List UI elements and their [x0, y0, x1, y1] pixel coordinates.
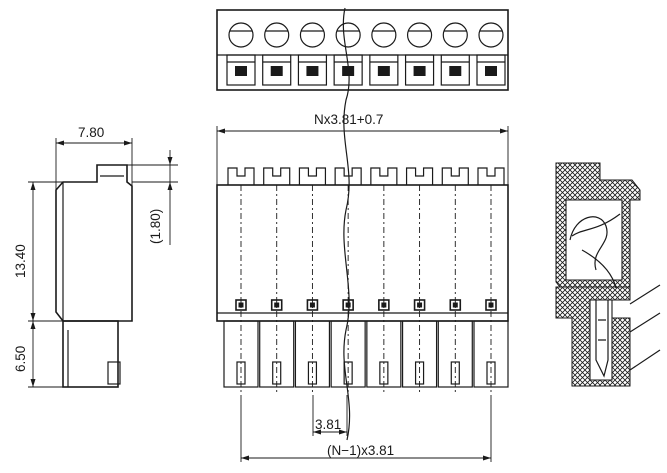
clamp-window [333, 54, 363, 86]
pin [486, 361, 496, 385]
depth-label: 7.80 [78, 125, 104, 140]
pole-top-tab [334, 167, 362, 185]
front-view [216, 7, 509, 462]
pole-top-tab [370, 167, 398, 185]
contact-window [342, 299, 354, 311]
wire-entry-circle [299, 22, 326, 48]
clamp-window [226, 54, 256, 86]
pin-housing [473, 320, 509, 388]
clamp-window [440, 54, 470, 86]
pin-housing [294, 320, 331, 388]
pin [414, 361, 425, 385]
contact-window [270, 299, 283, 311]
contact-window [378, 299, 390, 311]
pole-top-tab [477, 167, 505, 185]
pin [379, 361, 389, 385]
pin [236, 361, 246, 385]
contact-window [485, 299, 497, 311]
pole-top-tab [263, 167, 291, 185]
contact-dot [417, 302, 423, 308]
pin [307, 361, 318, 385]
pitch-label: 3.81 [315, 417, 341, 432]
contact-dot [274, 302, 280, 308]
step-label: (1.80) [148, 209, 163, 244]
clamp-window [297, 54, 328, 86]
body-height-label: 13.40 [13, 244, 28, 278]
release-slot [235, 66, 247, 76]
wire-entry-circle [335, 22, 361, 48]
pin [272, 361, 282, 385]
pin-housing [366, 320, 402, 388]
clamp-window [476, 54, 506, 86]
pin-housing [223, 320, 259, 388]
contact-window [235, 299, 247, 311]
wire-entry-circle [264, 22, 290, 48]
pole-top-tab [441, 167, 469, 185]
section-view [555, 162, 661, 387]
pin-length-label: 6.50 [13, 346, 28, 372]
contact-window [449, 299, 462, 311]
pin-housing [437, 320, 473, 388]
contact-dot [452, 302, 458, 308]
clamp-window [404, 54, 435, 86]
clamp-window [369, 54, 399, 86]
pin-span-label: (N−1)x3.81 [327, 443, 394, 458]
wire-entry-circle [478, 22, 504, 48]
contact-dot [238, 302, 244, 308]
wire-entry-circle [406, 22, 433, 48]
side-view [28, 138, 178, 388]
pin [450, 361, 460, 385]
release-slot [449, 66, 462, 76]
contact-window [413, 299, 426, 311]
wire-entry-circle [442, 22, 468, 48]
clamp-window [262, 54, 292, 86]
wire-entry-circle [371, 22, 397, 48]
contact-dot [381, 302, 387, 308]
release-slot [413, 66, 426, 76]
pin-housing [401, 320, 438, 388]
pin [343, 361, 353, 385]
top-view [216, 9, 509, 91]
pin-housing [259, 320, 295, 388]
pole-top-tab [298, 167, 327, 185]
contact-dot [488, 302, 494, 308]
release-slot [377, 66, 390, 76]
wire-entry-circle [228, 22, 254, 48]
release-slot [485, 66, 497, 76]
contact-window [306, 299, 319, 311]
contact-dot [309, 302, 315, 308]
release-slot [306, 66, 319, 76]
contact-dot [345, 302, 351, 308]
pole-top-tab [227, 167, 255, 185]
release-slot [270, 66, 283, 76]
pole-top-tab [405, 167, 434, 185]
overall-width-label: Nx3.81+0.7 [314, 112, 383, 127]
